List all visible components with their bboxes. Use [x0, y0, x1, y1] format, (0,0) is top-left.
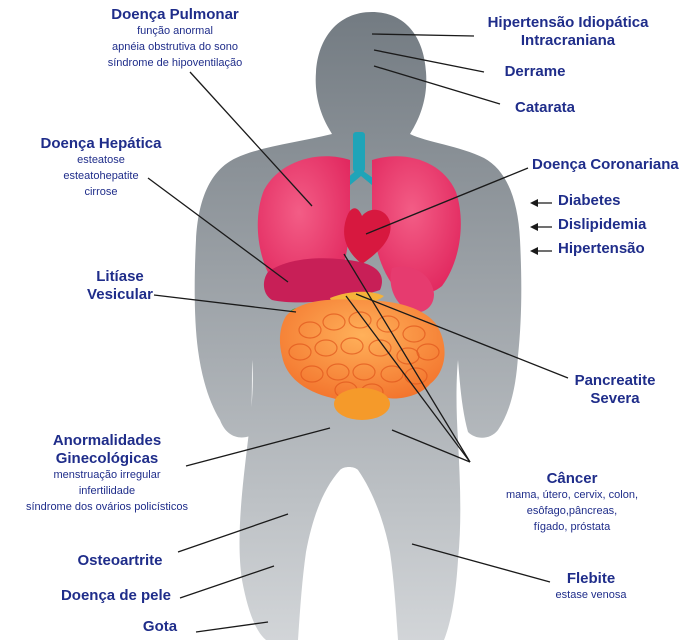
label-title: Osteoartrite [50, 552, 190, 570]
label-title: Pancreatite [560, 372, 670, 390]
label-doenca-hepatica: Doença Hepática esteatose esteatohepatit… [26, 135, 176, 201]
label-sub: mama, útero, cervix, colon, [484, 488, 660, 504]
label-catarata: Catarata [490, 99, 600, 117]
label-doenca-coronariana: Doença Coronariana [532, 156, 679, 174]
label-title: Hipertensão Idiopática [458, 14, 678, 32]
label-doenca-pulmonar: Doença Pulmonar função anormal apnéia ob… [58, 6, 292, 72]
label-diabetes: Diabetes [558, 192, 621, 210]
label-sub: infertilidade [0, 484, 214, 500]
hipertensao-arrow-icon [530, 247, 552, 255]
label-doenca-de-pele: Doença de pele [46, 587, 186, 605]
label-litiase-vesicular: Litíase Vesicular [72, 268, 168, 304]
label-sub: esôfago,pâncreas, [484, 504, 660, 520]
label-hipertensao-idiopatica: Hipertensão Idiopática Intracraniana [458, 14, 678, 50]
label-title: Vesicular [72, 286, 168, 304]
label-pancreatite-severa: Pancreatite Severa [560, 372, 670, 408]
label-sub: estase venosa [536, 588, 646, 604]
intestines-shape [280, 299, 445, 402]
label-sub: menstruação irregular [0, 468, 214, 484]
label-title: Derrame [480, 63, 590, 81]
label-title: Doença de pele [46, 587, 186, 605]
label-title: Catarata [490, 99, 600, 117]
label-title: Anormalidades [0, 432, 214, 450]
label-title: Severa [560, 390, 670, 408]
label-title: Doença Pulmonar [58, 6, 292, 24]
label-title: Ginecológicas [0, 450, 214, 468]
label-dislipidemia: Dislipidemia [558, 216, 646, 234]
label-osteoartrite: Osteoartrite [50, 552, 190, 570]
label-sub: cirrose [26, 185, 176, 201]
label-gota: Gota [130, 618, 190, 636]
label-title: Hipertensão [558, 240, 645, 258]
bladder-shape [334, 388, 390, 420]
arrow-indicators [530, 199, 552, 255]
label-title: Diabetes [558, 192, 621, 210]
label-title: Intracraniana [458, 32, 678, 50]
label-sub: síndrome de hipoventilação [58, 56, 292, 72]
label-sub: esteatohepatite [26, 169, 176, 185]
dislipidemia-arrow-icon [530, 223, 552, 231]
label-sub: fígado, próstata [484, 520, 660, 536]
label-title: Câncer [484, 470, 660, 488]
label-title: Litíase [72, 268, 168, 286]
label-cancer: Câncer mama, útero, cervix, colon, esôfa… [484, 470, 660, 536]
label-anormalidades-ginecologicas: Anormalidades Ginecológicas menstruação … [0, 432, 214, 516]
label-sub: esteatose [26, 153, 176, 169]
label-sub: função anormal [58, 24, 292, 40]
label-hipertensao: Hipertensão [558, 240, 645, 258]
label-derrame: Derrame [480, 63, 590, 81]
label-title: Dislipidemia [558, 216, 646, 234]
diabetes-arrow-icon [530, 199, 552, 207]
label-title: Doença Hepática [26, 135, 176, 153]
label-title: Flebite [536, 570, 646, 588]
label-title: Doença Coronariana [532, 156, 679, 174]
label-sub: síndrome dos ovários policísticos [0, 500, 214, 516]
label-sub: apnéia obstrutiva do sono [58, 40, 292, 56]
label-title: Gota [130, 618, 190, 636]
label-flebite: Flebite estase venosa [536, 570, 646, 604]
